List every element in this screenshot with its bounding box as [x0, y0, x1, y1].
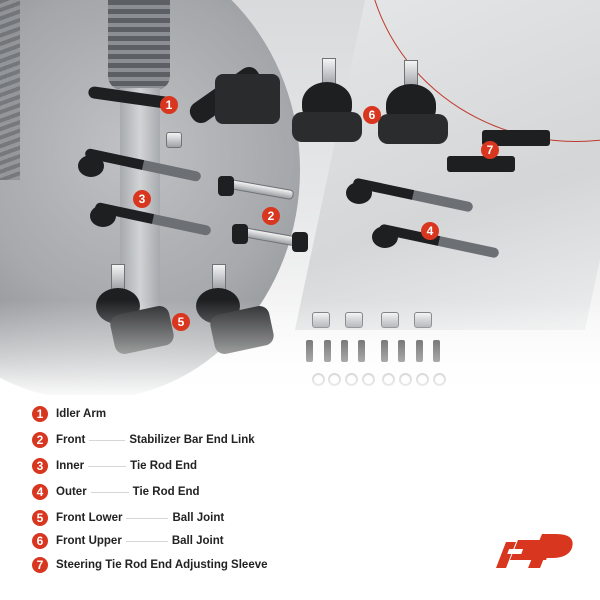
stabilizer-link-bushing-a	[218, 176, 234, 196]
legend-number: 4	[32, 484, 48, 500]
inner-tie-rod-head-a	[78, 155, 104, 177]
photo-fade	[0, 300, 600, 395]
legend-label-prefix: Front Upper	[56, 535, 122, 547]
legend-label-suffix: Tie Rod End	[130, 460, 197, 472]
idler-arm-bracket	[215, 74, 280, 124]
legend-divider	[125, 540, 168, 542]
product-photo: 1 2 3 4 5 6 7	[0, 0, 600, 395]
legend-label-suffix: Ball Joint	[171, 535, 224, 547]
stabilizer-link-bushing-b	[232, 224, 248, 244]
callout-3: 3	[133, 190, 151, 208]
callout-5: 5	[172, 313, 190, 331]
outer-tie-rod-head-b	[372, 226, 398, 248]
brand-logo-icon	[496, 534, 573, 568]
legend-item-outer-tie-rod: 4 Outer Tie Rod End	[32, 483, 200, 501]
callout-4: 4	[421, 222, 439, 240]
adjusting-sleeve-b	[447, 156, 515, 172]
legend-item-idler-arm: 1 Idler Arm	[32, 405, 106, 423]
legend-number: 2	[32, 432, 48, 448]
upper-ball-joint-plate-b	[378, 114, 448, 144]
stabilizer-link-bushing-c	[292, 232, 308, 252]
legend-label-suffix: Tie Rod End	[132, 486, 200, 498]
legend-label-prefix: Inner	[56, 460, 85, 472]
callout-7: 7	[481, 141, 499, 159]
outer-tie-rod-head-a	[346, 182, 372, 204]
idler-arm-nut	[166, 132, 182, 148]
legend-label-prefix: Front	[56, 434, 86, 446]
legend-number: 3	[32, 458, 48, 474]
legend-number: 5	[32, 510, 48, 526]
upper-ball-joint-plate-a	[292, 112, 362, 142]
legend-number: 6	[32, 533, 48, 549]
strut-boot	[108, 0, 170, 90]
legend-item-inner-tie-rod: 3 Inner Tie Rod End	[32, 457, 197, 475]
legend-label: Idler Arm	[56, 408, 107, 420]
callout-6: 6	[363, 106, 381, 124]
legend-divider	[89, 439, 126, 441]
legend-item-stabilizer-link: 2 Front Stabilizer Bar End Link	[32, 431, 255, 449]
legend-label-suffix: Ball Joint	[172, 512, 225, 524]
tire-background	[0, 0, 20, 180]
lower-ball-joint-stud-b	[212, 264, 226, 290]
legend-label-prefix: Outer	[56, 486, 87, 498]
adjusting-sleeve-a	[482, 130, 550, 146]
legend-number: 1	[32, 406, 48, 422]
legend-number: 7	[32, 557, 48, 573]
legend-item-upper-ball-joint: 6 Front Upper Ball Joint	[32, 532, 224, 550]
callout-1: 1	[160, 96, 178, 114]
legend-label-prefix: Front Lower	[56, 512, 123, 524]
legend-divider	[88, 465, 127, 467]
legend-divider	[90, 491, 129, 493]
callout-2: 2	[262, 207, 280, 225]
legend-divider	[126, 517, 169, 519]
legend-item-lower-ball-joint: 5 Front Lower Ball Joint	[32, 509, 224, 527]
inner-tie-rod-head-b	[90, 205, 116, 227]
legend-item-adjusting-sleeve: 7 Steering Tie Rod End Adjusting Sleeve	[32, 556, 268, 574]
legend-label-suffix: Stabilizer Bar End Link	[129, 434, 255, 446]
lower-ball-joint-stud-a	[111, 264, 125, 290]
legend-label: Steering Tie Rod End Adjusting Sleeve	[56, 559, 268, 571]
